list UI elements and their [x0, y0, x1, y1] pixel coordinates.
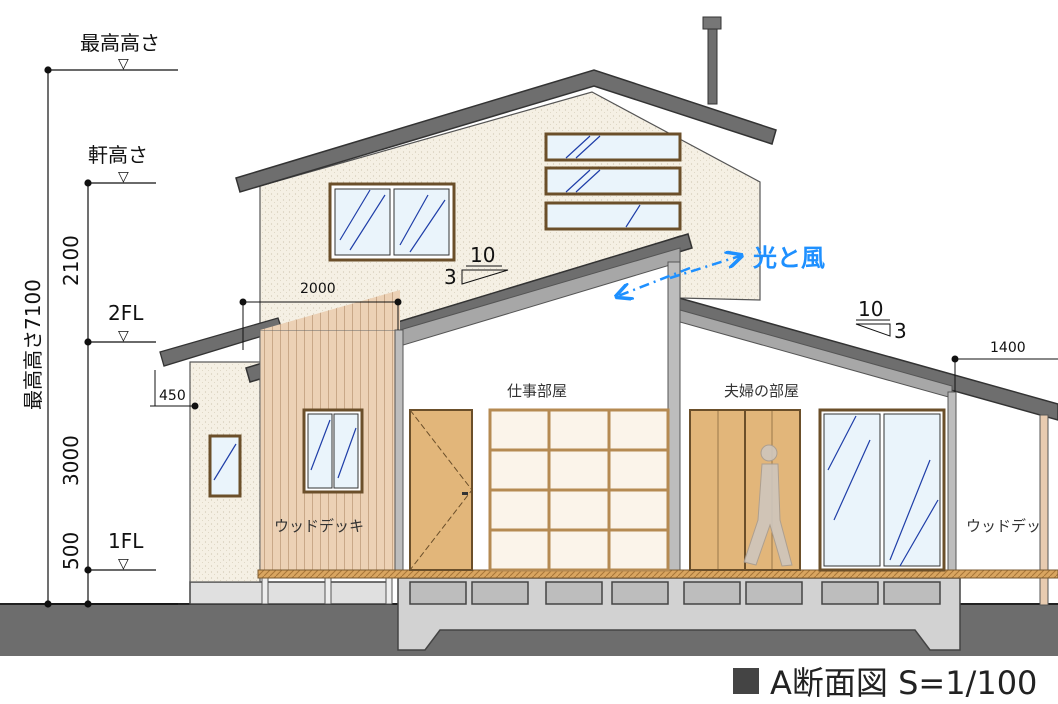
- pitch-marks: [461, 265, 891, 337]
- drawing-title: A断面図 S=1/100: [770, 664, 1037, 702]
- room-label-deck-left: ウッドデッキ: [274, 517, 364, 535]
- datum-max: ▽: [118, 56, 129, 72]
- person-silhouette: [743, 444, 793, 567]
- upper-window: [328, 182, 456, 262]
- pitch-right-run: 3: [894, 319, 907, 343]
- second-floor-label: 2FL: [108, 301, 144, 325]
- pitch-right-rise: 10: [858, 297, 883, 321]
- room-label-deck-right: ウッドデッ: [966, 517, 1041, 535]
- dim-1400: 1400: [990, 340, 1026, 356]
- horizontal-dims: [150, 298, 1058, 410]
- room-label-couple: 夫婦の部屋: [724, 382, 799, 400]
- clerestory-windows: [544, 132, 682, 231]
- sliding-door-right: [818, 408, 946, 572]
- datum-eave: ▽: [118, 169, 129, 185]
- upper-roof: [235, 69, 777, 193]
- datum-1fl: ▽: [118, 556, 129, 572]
- dim-2000: 2000: [300, 281, 336, 297]
- dim-2100: 2100: [59, 235, 83, 286]
- shelving: [488, 408, 670, 572]
- room-label-work: 仕事部屋: [507, 382, 567, 400]
- light-wind-arrows: [618, 256, 740, 296]
- interior-door-left: [409, 409, 473, 571]
- pitch-left-run: 3: [444, 265, 457, 289]
- level-marks: [30, 66, 178, 608]
- chimney-cap: [702, 16, 722, 30]
- small-window: [208, 434, 242, 498]
- foundation: [189, 577, 961, 651]
- light-wind-label: 光と風: [752, 244, 825, 272]
- eave-height-label: 軒高さ: [88, 143, 148, 167]
- first-floor-label: 1FL: [108, 529, 144, 553]
- dim-3000: 3000: [59, 435, 83, 486]
- deck-window: [302, 408, 364, 494]
- max-height-label: 最高高さ: [80, 31, 160, 55]
- pitch-left-rise: 10: [470, 243, 495, 267]
- posts: [261, 261, 1049, 606]
- total-height-label: 最高高さ7100: [21, 279, 45, 410]
- dim-500: 500: [59, 532, 83, 570]
- chimney: [707, 28, 718, 105]
- datum-2fl: ▽: [118, 328, 129, 344]
- title-square: [733, 668, 759, 694]
- dim-450: 450: [159, 388, 186, 404]
